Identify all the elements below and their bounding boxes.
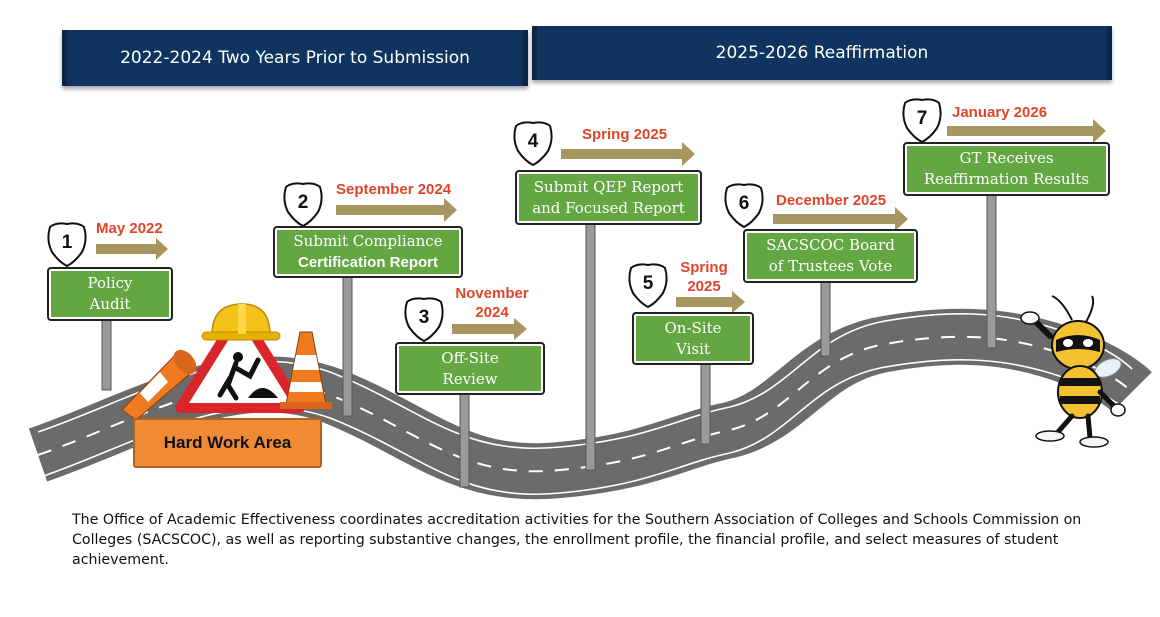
step-3-sign: Off-Site Review (395, 342, 545, 395)
yellow-jacket-mascot-icon (1020, 295, 1126, 448)
shield-icon (902, 98, 942, 144)
post-6 (820, 280, 831, 357)
hard-work-area-label: Hard Work Area (163, 433, 292, 452)
step-7-date-line: January 2026 (952, 104, 1048, 121)
step-1-number: 1 (61, 232, 73, 253)
step-2-date-line: September 2024 (336, 181, 452, 198)
shields (47, 98, 942, 343)
post-5 (700, 363, 711, 445)
step-3-label-line-2: Review (442, 369, 498, 388)
step-5-date-line-1: Spring (680, 259, 728, 276)
step-5-label-line-2: Visit (676, 339, 710, 358)
step-1-date-line: May 2022 (96, 220, 163, 237)
traffic-cone-icon (280, 331, 332, 409)
arrow-6 (773, 207, 908, 231)
traffic-cone-icon (121, 349, 197, 421)
step-1-label-line-1: Policy (87, 274, 133, 292)
step-7-date: January 2026 (952, 104, 1047, 121)
step-6-label-line-2: of Trustees Vote (768, 257, 893, 275)
banner-reaffirmation-label: 2025-2026 Reaffirmation (715, 43, 929, 63)
step-1-date: May 2022 (96, 220, 163, 237)
arrow-3 (452, 318, 527, 340)
construction-scene (121, 303, 332, 421)
post-7 (986, 192, 997, 349)
step-4-sign: Submit QEP Report and Focused Report (515, 170, 702, 225)
step-4-date-line: Spring 2025 (582, 126, 668, 143)
step-5-label-line-1: On-Site (664, 318, 722, 337)
arrow-2 (336, 198, 457, 222)
banner-prior-years: 2022-2024 Two Years Prior to Submission (62, 30, 528, 86)
sign-posts (101, 192, 997, 488)
step-6-date: December 2025 (776, 192, 886, 209)
description-paragraph: The Office of Academic Effectiveness coo… (72, 512, 1082, 568)
step-5-date-line-2: 2025 (687, 278, 721, 295)
step-2-sign: Submit Compliance Certification Report (273, 226, 463, 278)
step-4-label-line-1: Submit QEP Report (533, 177, 684, 196)
step-3-label-line-1: Off-Site (441, 348, 499, 367)
step-3-date-line-2: 2024 (475, 304, 509, 321)
step-7-sign: GT Receives Reaffirmation Results (903, 142, 1110, 196)
construction-sign-icon (175, 307, 305, 413)
step-4-date: Spring 2025 (582, 126, 667, 143)
arrow-5 (676, 291, 745, 313)
step-6-date-line: December 2025 (776, 192, 887, 209)
step-6-number: 6 (738, 193, 750, 214)
post-3 (459, 391, 470, 488)
step-2-label-line-2: Certification Report (297, 254, 438, 271)
hard-work-area-badge: Hard Work Area (133, 418, 322, 468)
step-7-label-line-2: Reaffirmation Results (923, 170, 1090, 188)
step-4-label-line-2: and Focused Report (532, 198, 685, 217)
step-5-number: 5 (642, 273, 654, 294)
arrow-4 (561, 142, 695, 166)
post-4 (585, 222, 596, 471)
banner-prior-years-label: 2022-2024 Two Years Prior to Submission (120, 48, 470, 68)
step-3-number: 3 (418, 307, 430, 328)
arrow-1 (96, 238, 168, 260)
step-2-date: September 2024 (336, 181, 451, 198)
step-1-label-line-2: Audit (89, 295, 131, 313)
banner-reaffirmation: 2025-2026 Reaffirmation (532, 26, 1112, 80)
step-5-date: Spring 2025 (677, 258, 731, 296)
step-2-label-line-1: Submit Compliance (293, 232, 443, 250)
shield-icon (724, 183, 764, 229)
post-1 (101, 317, 112, 391)
arrow-7 (947, 119, 1106, 143)
shield-icon (404, 297, 444, 343)
step-5-sign: On-Site Visit (632, 312, 754, 365)
hard-hat-icon (201, 303, 281, 341)
step-3-date: November 2024 (450, 284, 534, 322)
shield-icon (513, 121, 553, 167)
step-2-number: 2 (297, 192, 309, 213)
step-1-sign: Policy Audit (47, 267, 173, 321)
step-6-label-line-1: SACSCOC Board (766, 236, 895, 254)
arrows (96, 119, 1106, 340)
step-6-sign: SACSCOC Board of Trustees Vote (743, 229, 918, 283)
step-7-number: 7 (916, 108, 928, 129)
post-2 (342, 275, 353, 417)
step-3-date-line-1: November (455, 285, 529, 302)
shield-icon (628, 263, 668, 309)
shield-icon (283, 182, 323, 228)
shield-icon (47, 222, 87, 268)
step-4-number: 4 (527, 131, 539, 152)
step-7-label-line-1: GT Receives (959, 149, 1054, 167)
